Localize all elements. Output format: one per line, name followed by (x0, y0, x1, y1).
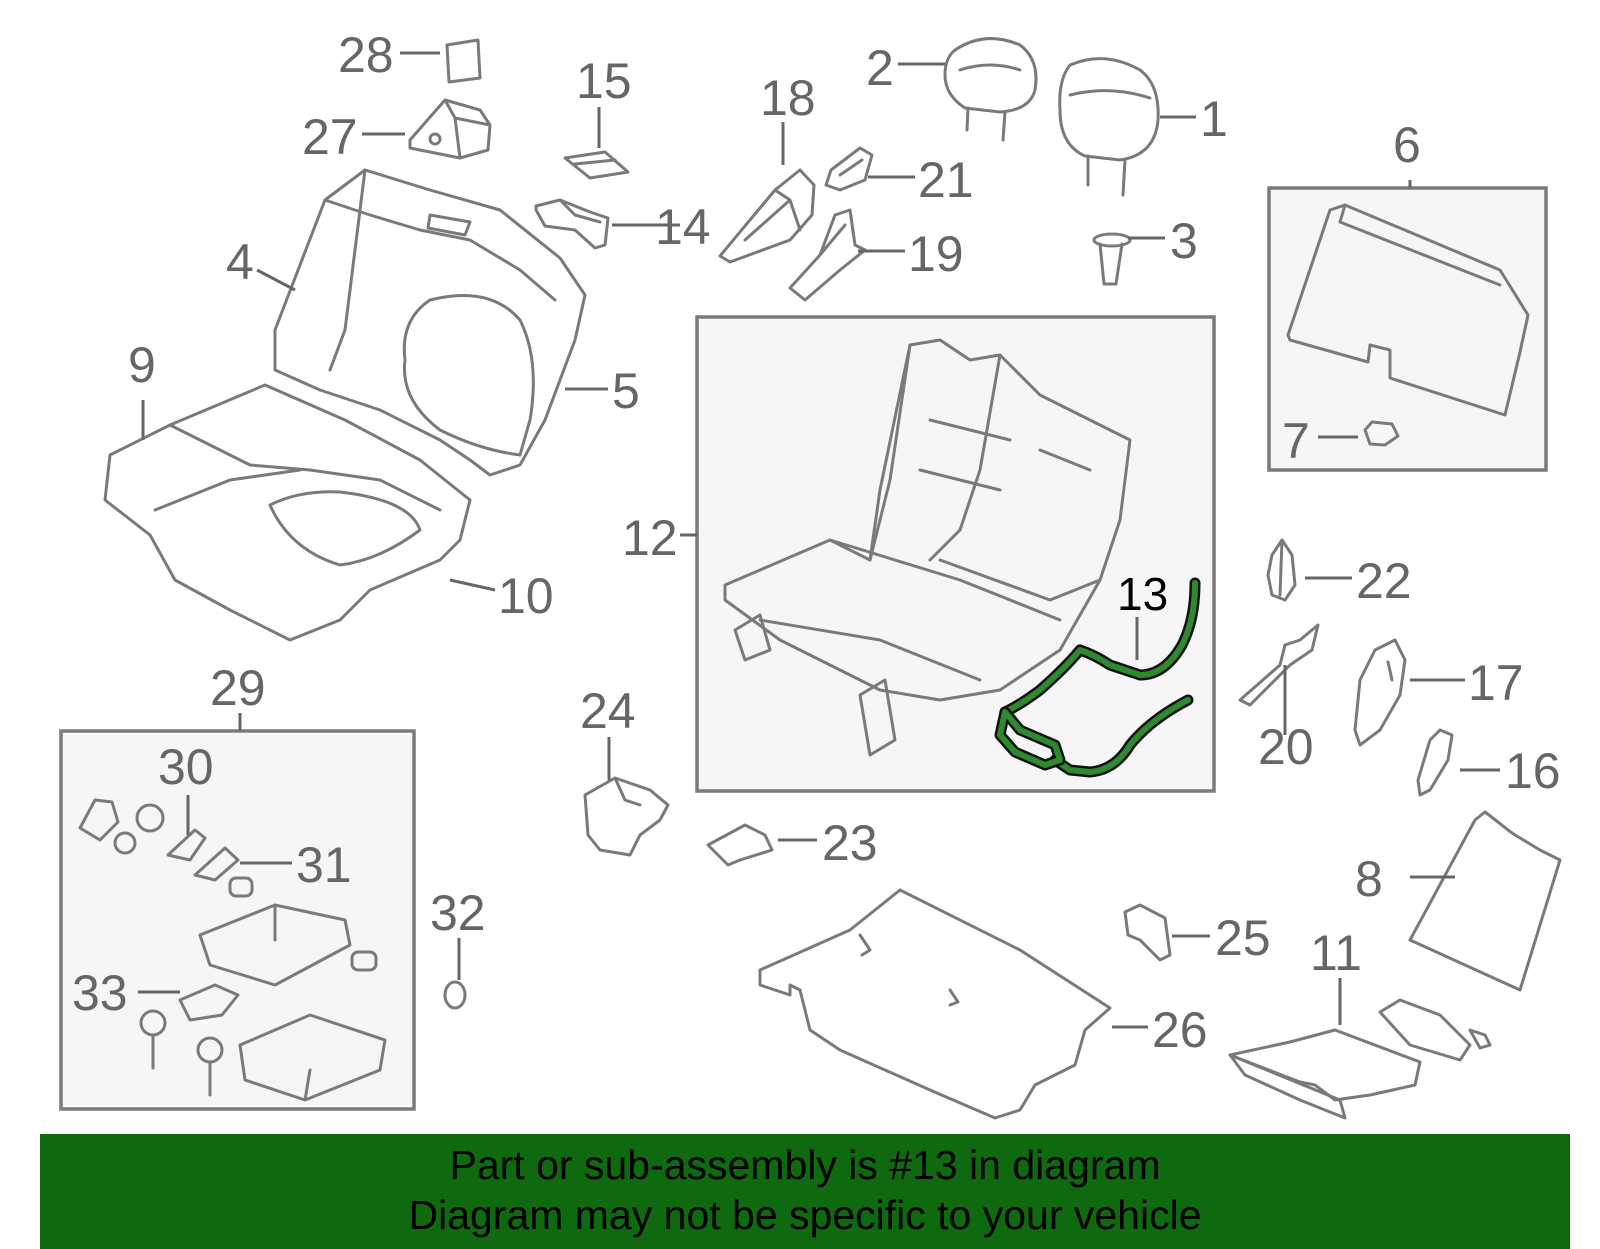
info-banner: Part or sub-assembly is #13 in diagram D… (40, 1134, 1570, 1249)
part-1-headrest (1058, 57, 1160, 197)
label-28: 28 (338, 27, 394, 83)
label-1: 1 (1200, 91, 1228, 147)
label-8: 8 (1355, 851, 1383, 907)
label-29: 29 (210, 660, 266, 716)
label-16: 16 (1505, 743, 1561, 799)
part-8-board (1408, 810, 1562, 992)
part-17-trim (1353, 638, 1407, 747)
part-26-floor-panel (758, 888, 1112, 1120)
label-19: 19 (908, 226, 964, 282)
part-23-bracket (706, 823, 774, 867)
label-15: 15 (576, 53, 632, 109)
box-6-back-board (1267, 186, 1548, 472)
part-29-switch-kit (78, 798, 387, 1102)
label-11: 11 (1310, 925, 1362, 981)
label-32: 32 (430, 885, 486, 941)
part-4-5-seatback (273, 168, 587, 477)
part-11-cover (1228, 998, 1492, 1120)
label-33: 33 (72, 965, 128, 1021)
label-13: 13 (1117, 568, 1168, 620)
label-14: 14 (655, 199, 711, 255)
part-3-guide (1092, 232, 1132, 286)
label-3: 3 (1170, 213, 1198, 269)
label-18: 18 (760, 70, 816, 126)
part-13-wire-harness (994, 577, 1201, 778)
banner-line-1: Part or sub-assembly is #13 in diagram (449, 1142, 1161, 1188)
part-18-trim (718, 168, 816, 264)
part-32-ring (443, 980, 467, 1010)
label-25: 25 (1215, 910, 1271, 966)
part-15-clip (563, 150, 630, 180)
label-4: 4 (226, 234, 254, 290)
label-23: 23 (822, 815, 878, 871)
label-5: 5 (612, 363, 640, 419)
banner-line-2: Diagram may not be specific to your vehi… (408, 1192, 1202, 1238)
leader-arrows (138, 51, 1500, 1029)
part-14-bracket (534, 198, 610, 250)
part-22-cap (1266, 538, 1297, 602)
label-27: 27 (302, 109, 358, 165)
part-20-bracket (1238, 623, 1320, 707)
part-12-seat-frame (723, 338, 1132, 757)
part-24-cover (583, 776, 670, 857)
part-16-cap (1416, 728, 1454, 797)
callout-labels: 28 27 15 14 18 21 19 2 1 3 6 4 5 9 10 12… (72, 27, 1561, 1058)
label-10: 10 (498, 568, 554, 624)
label-30: 30 (158, 739, 214, 795)
label-9: 9 (128, 337, 156, 393)
part-9-10-cushion (103, 383, 472, 642)
part-28-pad (445, 38, 482, 84)
label-21: 21 (918, 152, 974, 208)
label-17: 17 (1468, 655, 1524, 711)
label-26: 26 (1152, 1002, 1208, 1058)
part-27-cover (408, 98, 492, 160)
part-6-back-board (1286, 203, 1530, 417)
part-25-bracket (1123, 903, 1172, 962)
label-24: 24 (580, 683, 636, 739)
part-21-cap (824, 146, 874, 192)
label-6: 6 (1393, 117, 1421, 173)
part-7-clip (1363, 420, 1400, 447)
label-20: 20 (1258, 719, 1314, 775)
label-22: 22 (1356, 553, 1412, 609)
label-2: 2 (866, 40, 894, 96)
part-2-headrest (943, 37, 1038, 142)
part-19-trim (788, 208, 867, 302)
label-12: 12 (622, 510, 678, 566)
label-31: 31 (296, 837, 352, 893)
label-7: 7 (1282, 413, 1310, 469)
box-12-frame-assembly (695, 315, 1216, 793)
